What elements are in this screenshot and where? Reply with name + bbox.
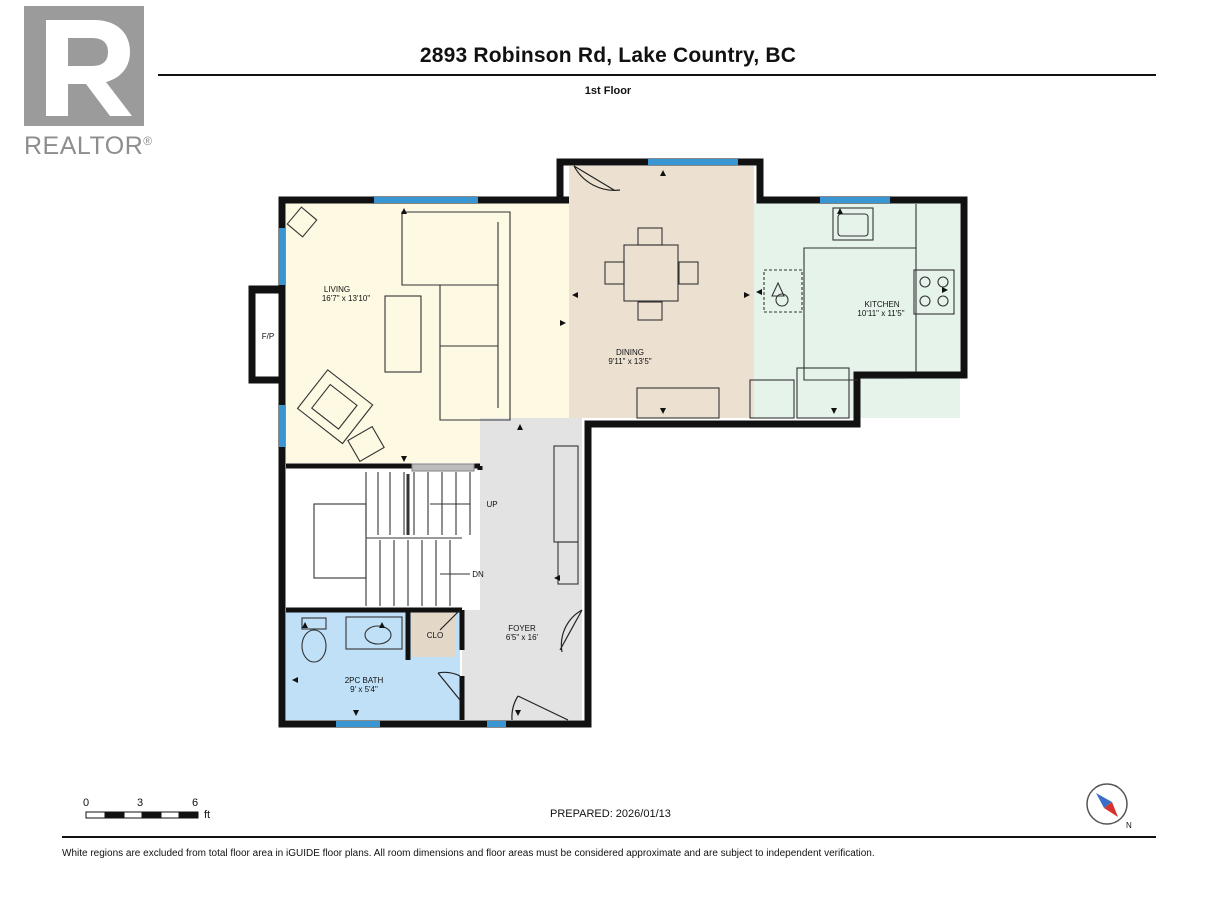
scale-tick-3: 3 — [137, 797, 144, 809]
living-label: LIVING — [324, 285, 350, 294]
living-furniture — [286, 206, 511, 463]
foyer-dims: 6'5" x 16' — [506, 633, 539, 642]
dining-dims: 9'11" x 13'5" — [608, 357, 651, 366]
dining-room — [569, 166, 754, 418]
compass-label: N — [1126, 821, 1132, 830]
bath-fixtures — [301, 616, 403, 663]
dining-label: DINING — [616, 348, 644, 357]
bath-dims: 9' x 5'4" — [350, 685, 378, 694]
kitchen-label: KITCHEN — [864, 300, 899, 309]
compass-icon: N — [1086, 783, 1132, 830]
closet-label: CLO — [427, 631, 443, 640]
scale-unit: ft — [204, 809, 211, 821]
header-rule — [158, 74, 1156, 76]
page-title: 2893 Robinson Rd, Lake Country, BC — [419, 44, 797, 67]
foyer-label: FOYER — [508, 624, 536, 633]
footer-rule — [62, 836, 1156, 838]
scale-tick-6: 6 — [192, 797, 199, 809]
room-labels: LIVING 16'7" x 13'10" DINING 9'11" x 13'… — [262, 285, 905, 694]
prepared-date: PREPARED: 2026/01/13 — [550, 808, 671, 820]
foyer-room — [462, 418, 582, 720]
footer-disclaimer: White regions are excluded from total fl… — [62, 848, 875, 859]
floor-label: 1st Floor — [584, 85, 632, 97]
scale-bar — [85, 811, 199, 819]
windows — [279, 159, 890, 727]
realtor-wordmark: REALTOR® — [24, 132, 153, 160]
dining-table — [604, 227, 720, 419]
realtor-r-icon — [24, 6, 144, 126]
doors — [437, 165, 906, 721]
walls — [248, 158, 968, 728]
closet-room — [412, 612, 456, 657]
scale-tick-0: 0 — [83, 797, 90, 809]
realtor-logo: REALTOR® — [24, 6, 156, 160]
stair-area — [286, 470, 480, 610]
living-dims: 16'7" x 13'10" — [322, 294, 370, 303]
kitchen-fixtures — [749, 204, 955, 419]
staircase — [313, 463, 475, 606]
fireplace-label: F/P — [262, 332, 274, 341]
kitchen-dims: 10'11" x 11'5" — [857, 309, 904, 318]
bath-label: 2PC BATH — [345, 676, 384, 685]
stairs-up-label: UP — [486, 500, 497, 509]
foyer-fixtures — [553, 445, 579, 585]
direction-markers — [292, 170, 948, 716]
stairs-down-label: DN — [472, 570, 484, 579]
